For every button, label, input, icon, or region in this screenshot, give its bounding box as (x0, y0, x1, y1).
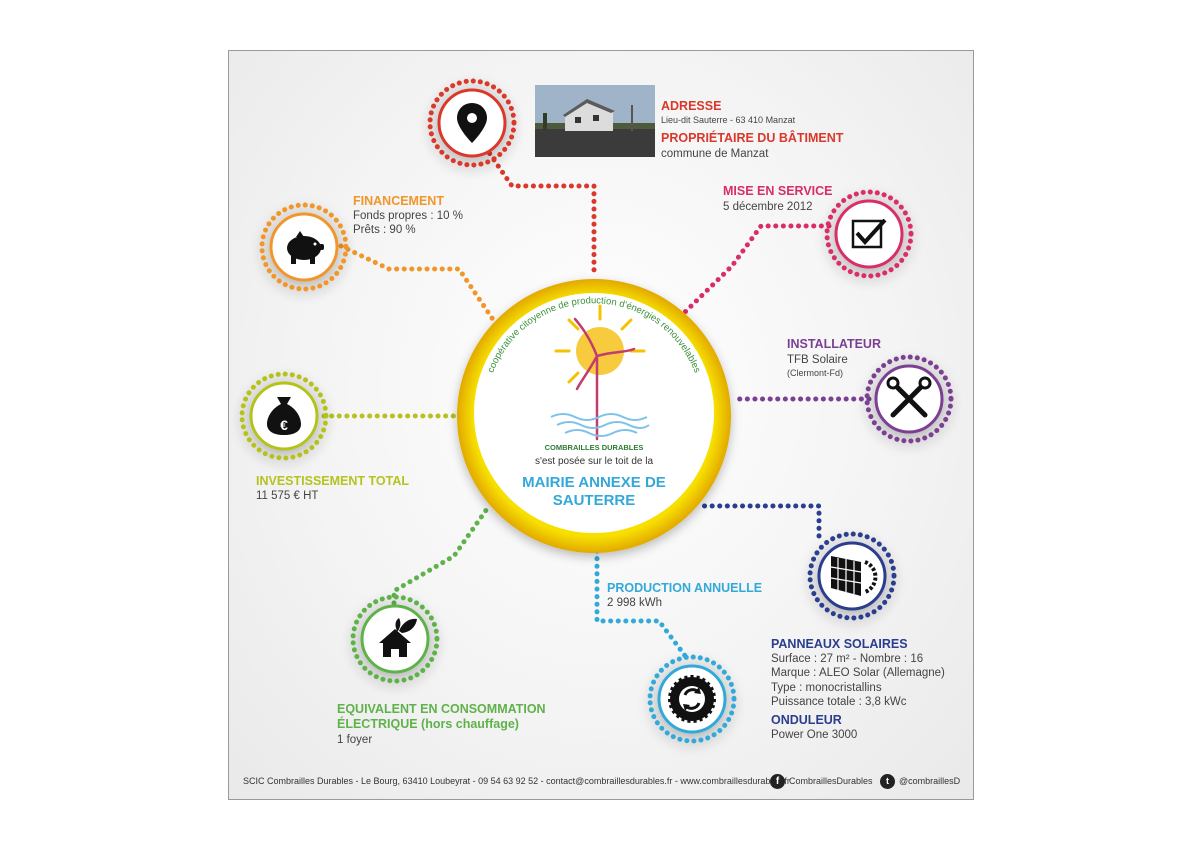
mise-en-service-value: 5 décembre 2012 (723, 201, 813, 213)
brand-name: COMBRAILLES DURABLES (544, 443, 644, 452)
icon-circles: € (239, 78, 954, 744)
panneaux-line2: Marque : ALEO Solar (Allemagne) (771, 667, 945, 679)
infographic-poster: coopérative citoyenne de production d'én… (228, 50, 974, 800)
investissement-value: 11 575 € HT (256, 490, 319, 502)
footer: SCIC Combrailles Durables - Le Bourg, 63… (229, 769, 973, 795)
equivalent-title-line2: ÉLECTRIQUE (hors chauffage) (337, 717, 519, 731)
mise-en-service-title: MISE EN SERVICE (723, 184, 833, 198)
panneaux-title: PANNEAUX SOLAIRES (771, 637, 908, 651)
solar-panel-icon (830, 556, 878, 596)
connector-panneaux (696, 503, 822, 539)
center-intro: s'est posée sur le toit de la (534, 456, 654, 467)
investissement-title: INVESTISSEMENT TOTAL (256, 474, 410, 488)
center-title-line2: SAUTERRE (552, 492, 636, 509)
financement-title: FINANCEMENT (353, 194, 444, 208)
footer-twitter[interactable]: @combraillesD (899, 776, 961, 786)
tools-icon (886, 376, 932, 418)
logo-wind-turbine-icon (573, 317, 636, 441)
proprietaire-title: PROPRIÉTAIRE DU BÂTIMENT (661, 131, 844, 145)
center-title-line1: MAIRIE ANNEXE DE (522, 474, 666, 491)
adresse-value: Lieu-dit Sauterre - 63 410 Manzat (661, 115, 796, 125)
twitter-icon[interactable]: t (880, 774, 895, 789)
installateur-title: INSTALLATEUR (787, 337, 881, 351)
footer-facebook[interactable]: CombraillesDurables (789, 776, 873, 786)
installateur-value: TFB Solaire (787, 354, 848, 366)
proprietaire-value: commune de Manzat (661, 148, 769, 160)
facebook-icon[interactable]: f (770, 774, 785, 789)
production-value: 2 998 kWh (607, 597, 662, 609)
production-title: PRODUCTION ANNUELLE (607, 581, 763, 595)
panneaux-line1: Surface : 27 m² - Nombre : 16 (771, 653, 924, 665)
financement-line2: Prêts : 90 % (353, 224, 416, 236)
panneaux-line3: Type : monocristallins (771, 682, 882, 694)
onduleur-value: Power One 3000 (771, 729, 858, 741)
equivalent-value: 1 foyer (337, 734, 373, 746)
checkbox-icon (851, 218, 887, 249)
logo-waves-icon (550, 413, 650, 437)
equivalent-title-line1: EQUIVALENT EN CONSOMMATION (337, 702, 546, 716)
energy-cycle-icon (668, 675, 716, 723)
connector-financement (338, 243, 497, 324)
footer-contact: SCIC Combrailles Durables - Le Bourg, 63… (243, 776, 790, 786)
money-bag-icon: € (267, 397, 301, 435)
panneaux-line4: Puissance totale : 3,8 kWc (771, 696, 907, 708)
financement-line1: Fonds propres : 10 % (353, 210, 463, 222)
checkbox-circle (824, 189, 914, 279)
connector-lines: coopérative citoyenne de production d'én… (239, 78, 954, 744)
house-leaf-icon (379, 618, 417, 657)
connector-production (594, 548, 692, 664)
piggy-bank-icon (287, 231, 324, 264)
center-medallion (457, 279, 731, 553)
connector-adresse (478, 138, 597, 279)
onduleur-title: ONDULEUR (771, 713, 842, 727)
installateur-sub: (Clermont-Fd) (787, 368, 844, 378)
svg-text:€: € (280, 417, 288, 433)
map-pin-icon (457, 103, 487, 143)
building-photo (535, 85, 655, 157)
adresse-title: ADRESSE (661, 99, 722, 113)
connector-mise-en-service (681, 223, 832, 316)
